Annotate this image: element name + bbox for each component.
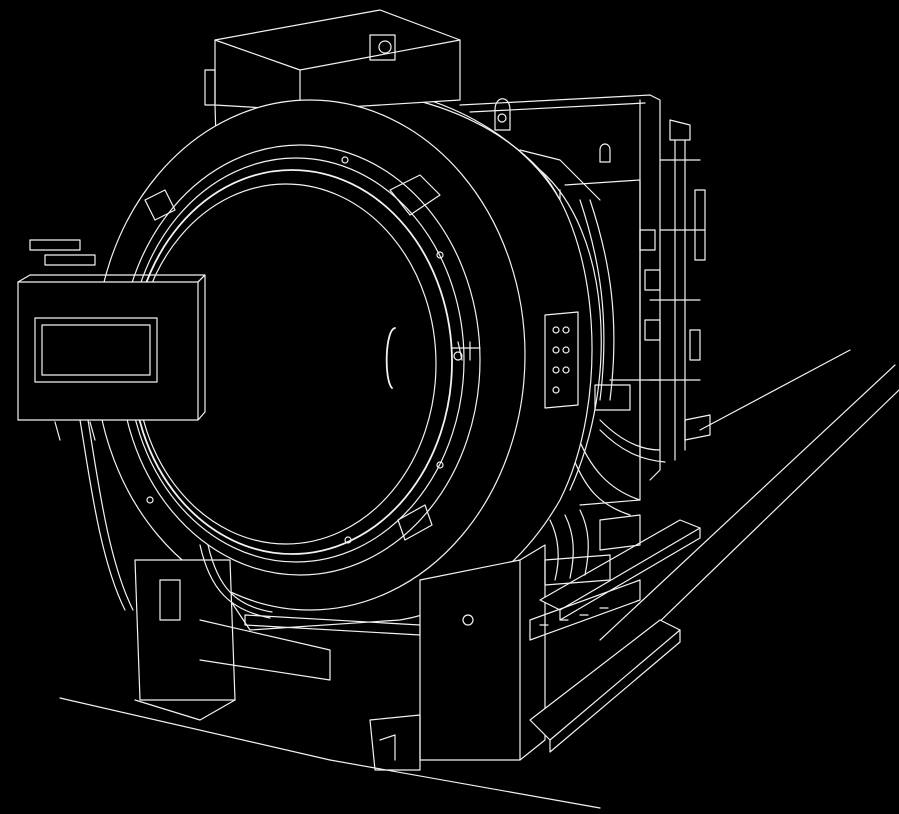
door-cable [199,544,273,619]
lifting-eye [494,98,611,163]
base-rails [529,519,701,753]
door-handle [385,327,396,389]
lower-wiring [544,509,641,586]
top-hood [204,9,461,111]
control-panel-box [17,239,206,441]
side-control-module [544,311,579,409]
left-support-leg [134,559,331,721]
left-cable [79,419,134,611]
right-pedestal [369,544,546,771]
